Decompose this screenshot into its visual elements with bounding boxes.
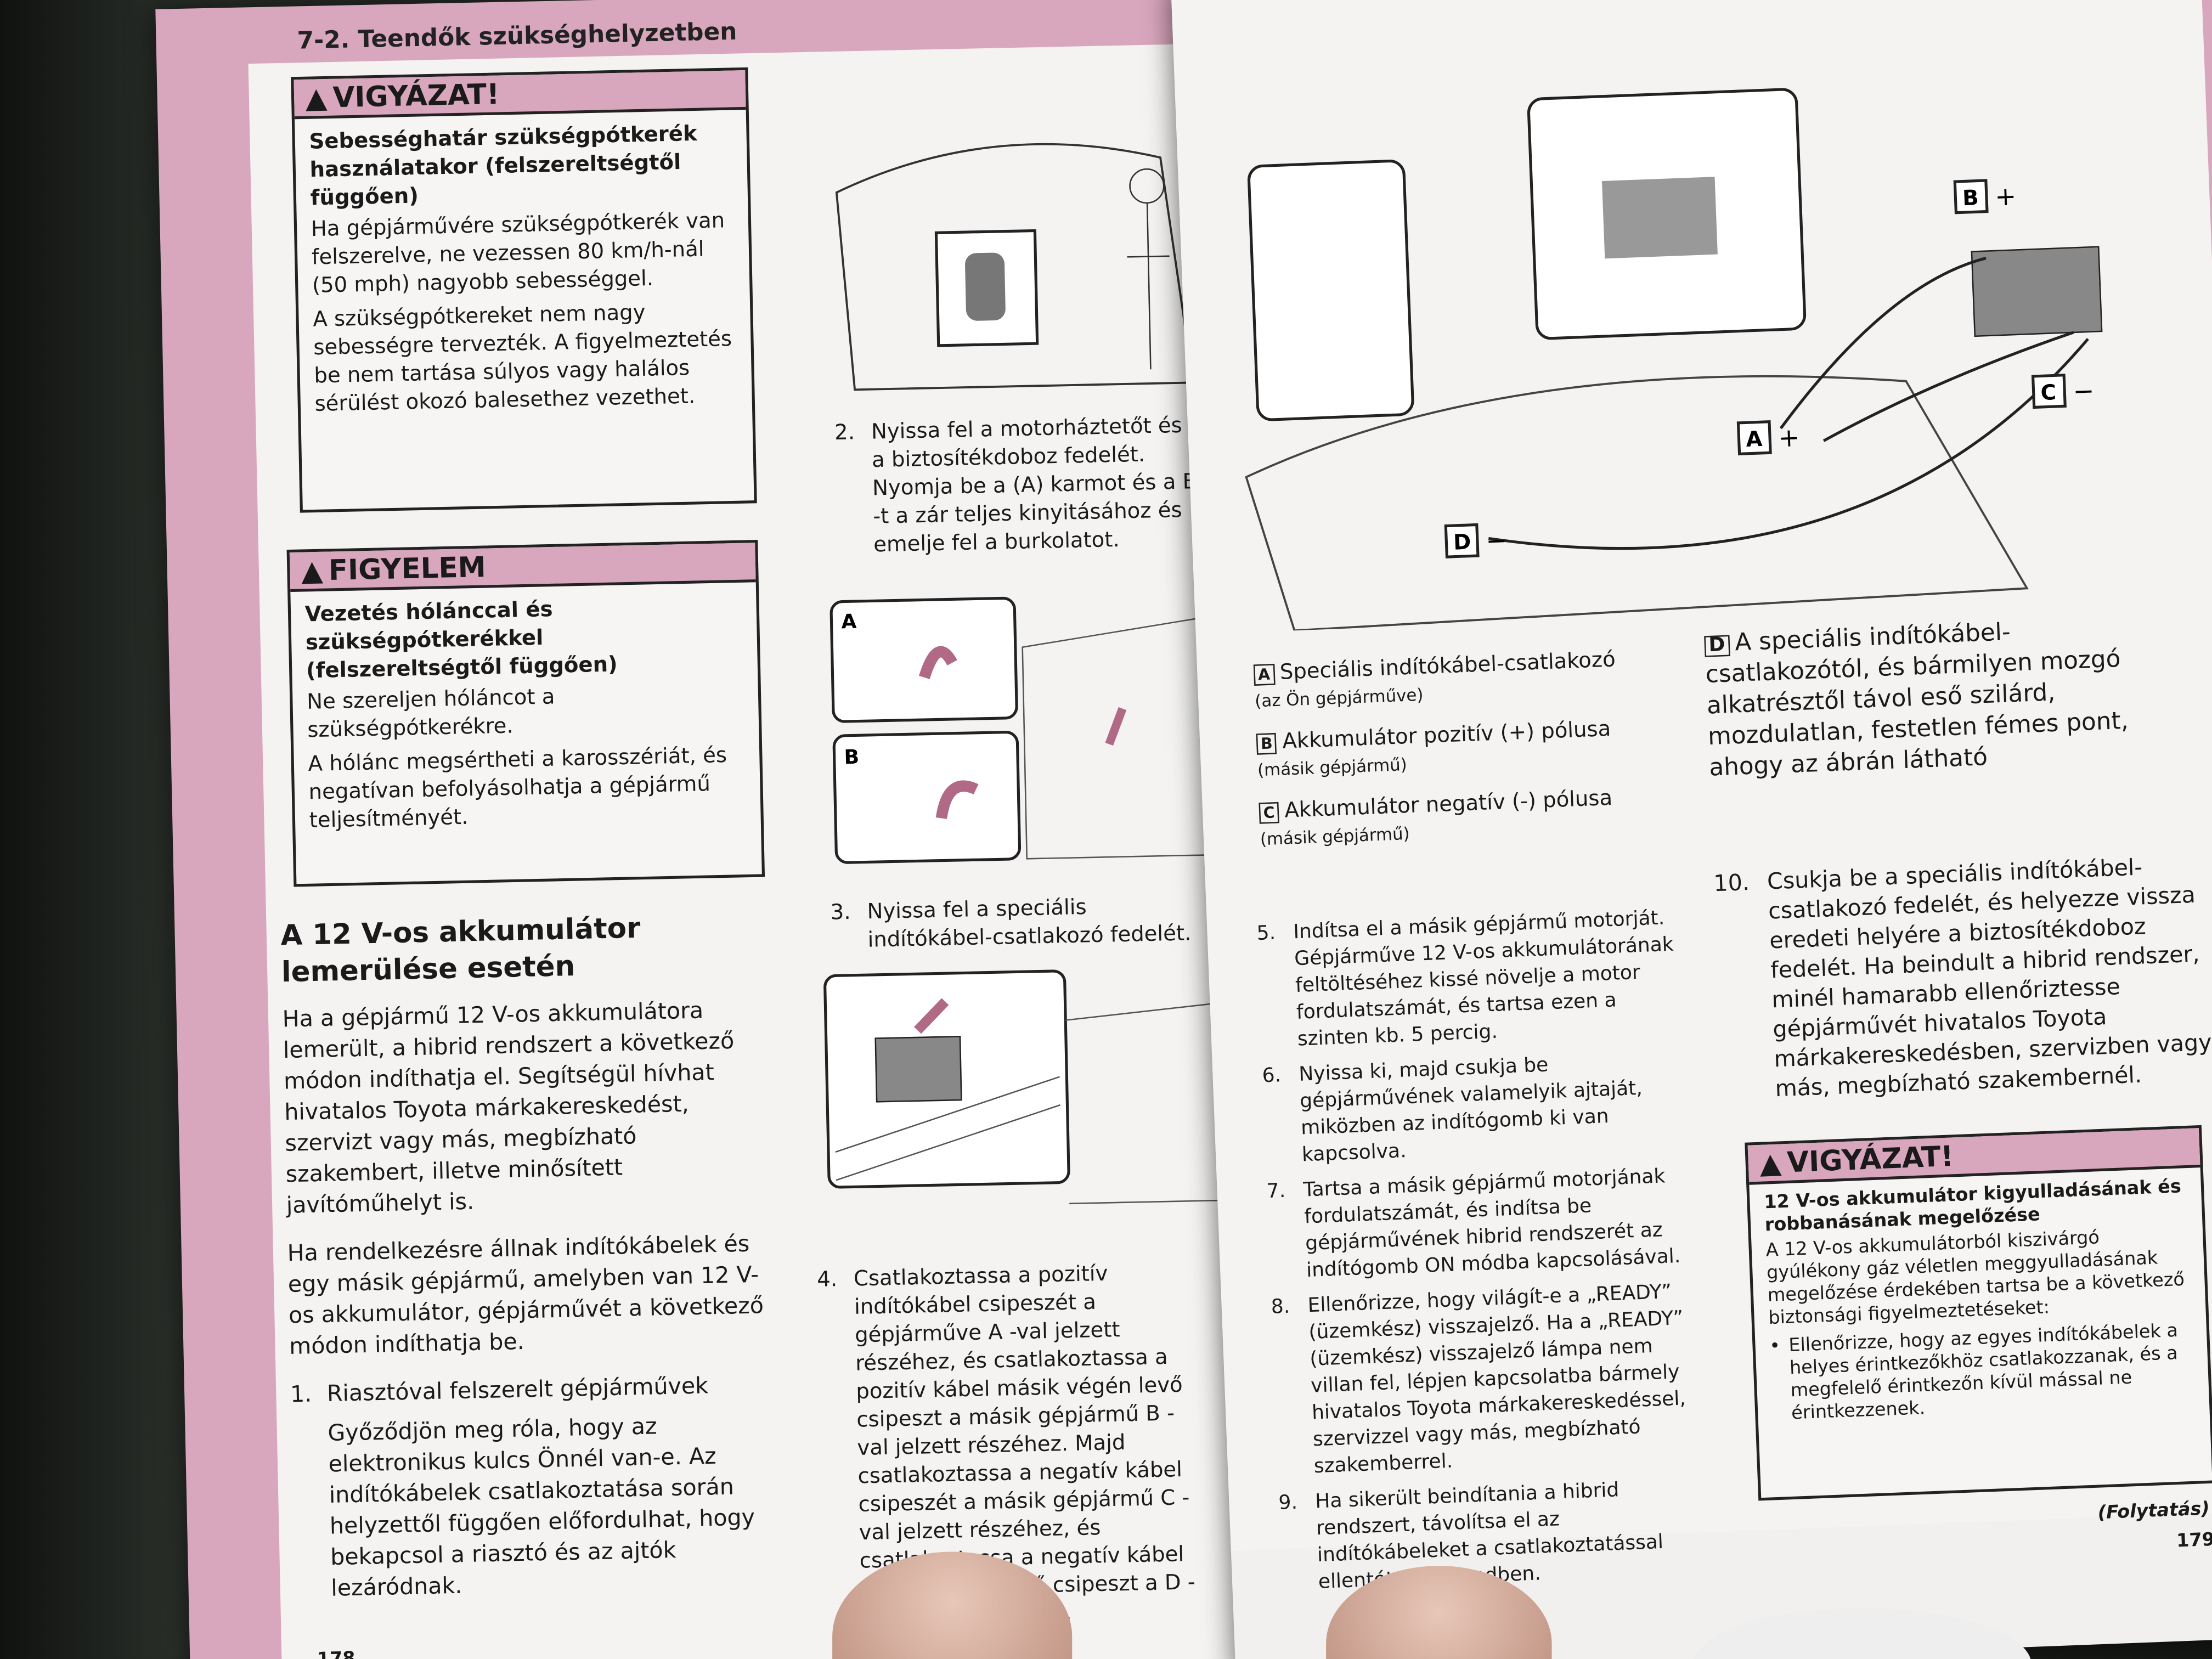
- figure-jump-start-connection: B + C − A + D −: [1245, 88, 2103, 632]
- caution-box-spare-tire: ▲VIGYÁZAT! Sebességhatár szükségpótkerék…: [291, 67, 757, 513]
- steps-5-to-9: 5. Indítsa el a másik gépjármű motorját. …: [1256, 905, 1706, 1606]
- step-8: 8.Ellenőrizze, hogy világít-e a „READY” …: [1271, 1279, 1701, 1482]
- figure-label-b: B: [1962, 185, 1979, 211]
- step-number: 3.: [830, 899, 851, 925]
- figure-fuse-box-claws: A B: [830, 596, 1232, 864]
- intro-paragraph: Ha rendelkezésre állnak indítókábelek és…: [287, 1230, 764, 1360]
- legend-text: Akkumulátor pozitív (+) pólusa: [1282, 715, 1612, 754]
- caution-title-text: VIGYÁZAT!: [332, 77, 500, 115]
- left-column-text: A 12 V-os akkumulátor lemerülése esetén …: [280, 907, 774, 1605]
- notice-box-snow-chains: ▲FIGYELEM Vezetés hólánccal és szükségpó…: [286, 540, 765, 887]
- step-number: 6.: [1261, 1064, 1282, 1088]
- caution-paragraph: Ha gépjárművére szükségpótkerék van fels…: [311, 207, 725, 298]
- legend-text: A speciális indítókábel-csatlakozótól, é…: [1705, 618, 2129, 783]
- step-text: Indítsa el a másik gépjármű motorját. Gé…: [1293, 907, 1674, 1051]
- step-number: 2.: [834, 419, 855, 445]
- step-1: 1. Riasztóval felszerelt gépjárművek: [290, 1369, 770, 1410]
- label-box: D: [1704, 634, 1730, 657]
- legend-subtext: (az Ön gépjárműve): [1254, 685, 1424, 712]
- step-6: 6. Nyissa ki, majd csukja be gépjárművéne…: [1262, 1047, 1689, 1171]
- step-text: Ha sikerült beindítania a hibrid rendsze…: [1314, 1479, 1664, 1594]
- step-title: Riasztóval felszerelt gépjárművek: [326, 1372, 709, 1407]
- figure-label-d: D: [1453, 530, 1471, 555]
- legend-text: Akkumulátor negatív (-) pólusa: [1284, 785, 1613, 823]
- figure-label-a: A: [1746, 427, 1763, 452]
- legend-subtext: (másik gépjármű): [1260, 823, 1410, 850]
- step-5: 5. Indítsa el a másik gépjármű motorját. …: [1256, 905, 1684, 1056]
- section-title: A 12 V-os akkumulátor lemerülése esetén: [280, 910, 641, 989]
- step-number: 9.: [1278, 1491, 1298, 1515]
- chapter-header: 7-2. Teendők szükséghelyzetben: [297, 18, 737, 56]
- notice-paragraph: Ne szereljen hóláncot a szükségpótkerékr…: [306, 684, 555, 743]
- figure-car-key-door: [835, 143, 1195, 391]
- intro-paragraph: Ha a gépjármű 12 V-os akkumulátora lemer…: [282, 996, 735, 1219]
- figure-jump-terminal-cover: [823, 969, 1226, 1205]
- label-box: C: [1259, 802, 1280, 824]
- notice-subtitle: Vezetés hólánccal és szükségpótkerékkel …: [304, 596, 618, 684]
- step-number: 10.: [1713, 868, 1750, 897]
- warning-triangle-icon: ▲: [301, 553, 324, 588]
- step-7: 7. Tartsa a másik gépjármű motorjának for…: [1266, 1163, 1693, 1286]
- bullet-icon: •: [1769, 1336, 1781, 1358]
- page-number-right: 179: [2176, 1530, 2212, 1553]
- plus-terminal-icon: +: [1778, 422, 1801, 453]
- notice-title-text: FIGYELEM: [328, 550, 487, 587]
- step-number: 5.: [1256, 922, 1276, 946]
- figure-label-c: C: [2040, 380, 2057, 405]
- warning-triangle-icon: ▲: [1759, 1146, 1782, 1181]
- step-number: 1.: [290, 1380, 312, 1408]
- step-text: Nyissa fel a speciális indítókábel-csatl…: [867, 894, 1192, 952]
- minus-terminal-icon: −: [2073, 376, 2095, 406]
- label-box: B: [1256, 732, 1278, 755]
- caution-title-text: VIGYÁZAT!: [1786, 1138, 1954, 1180]
- step-text: Tartsa a másik gépjármű motorjának fordu…: [1302, 1165, 1681, 1283]
- step-text: Nyissa ki, majd csukja be gépjárművének …: [1298, 1054, 1643, 1167]
- page-number-left: 178: [317, 1649, 356, 1659]
- continued-label: (Folytatás): [2097, 1499, 2210, 1525]
- left-page: 7-2. Teendők szükséghelyzetben ▲VIGYÁZAT…: [155, 0, 1305, 1659]
- figure-label-b: B: [844, 746, 859, 769]
- step-text: Nyissa fel a motorháztetőt és a biztosít…: [871, 412, 1198, 557]
- step-number: 7.: [1266, 1180, 1286, 1204]
- step-10: 10. Csukja be a speciális indítókábel-csa…: [1713, 850, 2212, 1114]
- caution-paragraph: A 12 V-os akkumulátorból kiszivárgó gyúl…: [1765, 1228, 2185, 1330]
- figure-label-a: A: [841, 611, 857, 634]
- label-box: A: [1253, 663, 1275, 686]
- warning-triangle-icon: ▲: [305, 80, 328, 115]
- caution-box-battery: ▲VIGYÁZAT! 12 V-os akkumulátor kigyullad…: [1745, 1125, 2212, 1501]
- plus-terminal-icon: +: [1994, 181, 2017, 211]
- legend-subtext: (másik gépjármű): [1257, 754, 1408, 781]
- caution-bullet: • Ellenőrizze, hogy az egyes indítókábele…: [1755, 1317, 2210, 1430]
- caution-subtitle: Sebességhatár szükségpótkerék használata…: [309, 120, 698, 211]
- notice-paragraph: A hólánc megsértheti a karosszériát, és …: [308, 742, 727, 833]
- step-text: Ellenőrizze, hogy világít-e a „READY” (ü…: [1307, 1280, 1686, 1479]
- caution-paragraph: A szükségpótkereket nem nagy sebességre …: [312, 299, 732, 417]
- step-text: Csukja be a speciális indítókábel-csatla…: [1767, 853, 2212, 1102]
- step-3: 3. Nyissa fel a speciális indítókábel-csa…: [830, 890, 1212, 963]
- step-2: 2. Nyissa fel a motorháztetőt és a biztos…: [834, 410, 1204, 568]
- step-1-text: Győződjön meg róla, hogy az elektronikus…: [327, 1412, 755, 1602]
- minus-terminal-icon: −: [1485, 526, 1508, 556]
- bullet-text: Ellenőrizze, hogy az egyes indítókábelek…: [1788, 1321, 2179, 1425]
